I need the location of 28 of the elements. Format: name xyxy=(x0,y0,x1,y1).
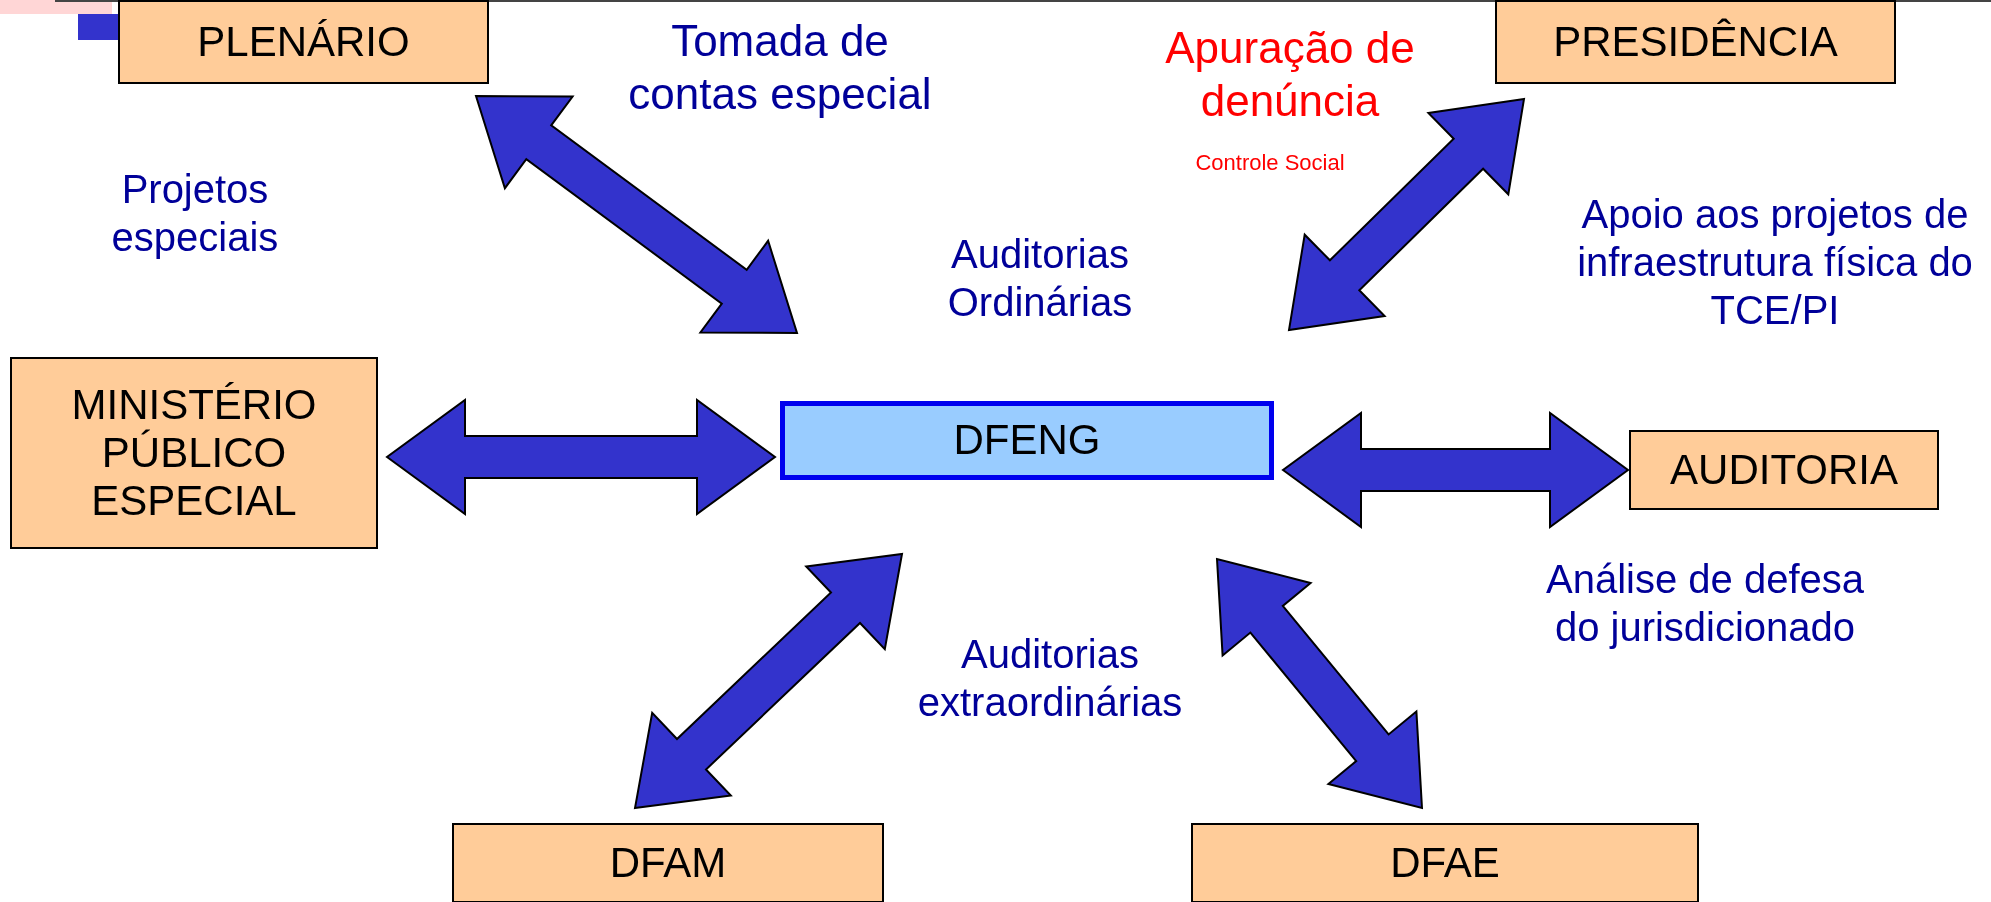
relation-note: Análise de defesa do jurisdicionado xyxy=(1545,556,1865,651)
unit-box xyxy=(1629,430,1939,510)
block-arrow xyxy=(1287,97,1526,332)
unit-name: DFENG xyxy=(953,416,1101,465)
unit-name: DFAM xyxy=(609,838,727,888)
block-arrow xyxy=(633,552,904,810)
relation-note: Auditorias Ordinárias xyxy=(946,231,1134,326)
block-arrow xyxy=(474,95,799,334)
unit-box xyxy=(10,357,378,549)
unit-box xyxy=(1495,0,1896,84)
unit-box xyxy=(1191,823,1699,902)
unit-name: MINISTÉRIO PÚBLICO ESPECIAL xyxy=(70,380,318,526)
unit-name: PLENÁRIO xyxy=(197,17,410,67)
unit-box xyxy=(118,0,489,84)
unit-name: PRESIDÊNCIA xyxy=(1553,17,1838,67)
relation-note: Controle Social xyxy=(1194,150,1346,177)
unit-name: DFAE xyxy=(1390,838,1500,888)
central-unit-box xyxy=(780,401,1274,480)
relation-note: Apoio aos projetos de infraestrutura física do TCE/PI xyxy=(1576,191,1974,334)
relation-note: Auditorias extraordinárias xyxy=(916,631,1184,726)
block-arrow xyxy=(1215,557,1424,810)
unit-box xyxy=(452,823,884,902)
relation-note: Projetos especiais xyxy=(110,166,280,261)
block-arrow xyxy=(385,398,777,516)
block-arrow xyxy=(1281,411,1630,529)
relation-note: Apuração de denúncia xyxy=(1164,22,1416,127)
unit-name: AUDITORIA xyxy=(1670,445,1898,495)
relation-note: Tomada de contas especial xyxy=(627,15,933,120)
